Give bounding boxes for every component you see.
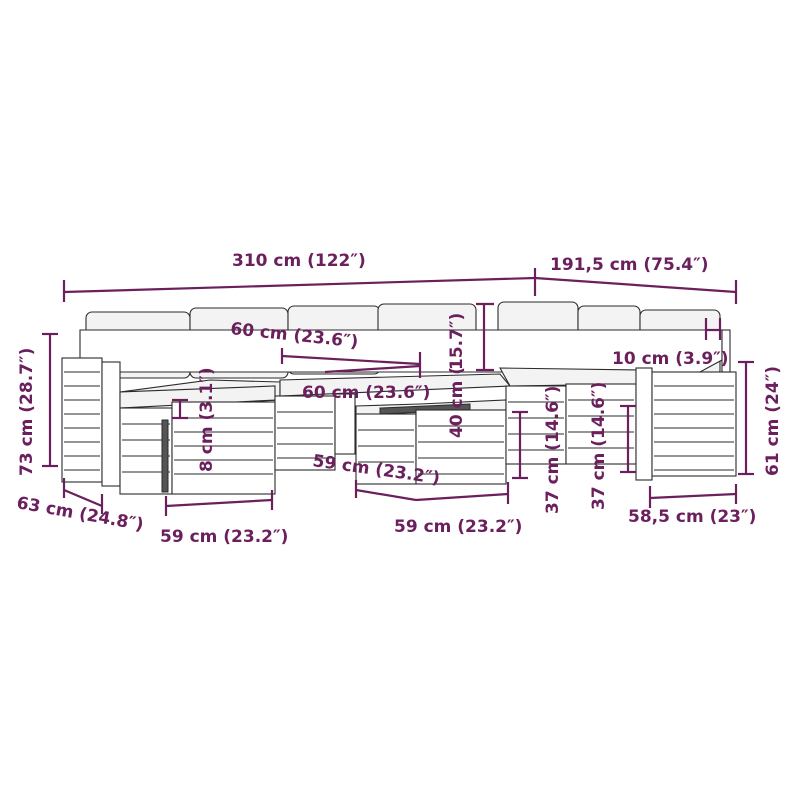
left-armrest-module: [61, 357, 121, 487]
label-cushion-height-cm: 40 cm (: [447, 367, 467, 438]
label-ottoman-width-right: 58,5 cm (23″): [628, 507, 756, 527]
middle-sofa-modules: [274, 393, 356, 471]
coffee-table: [355, 399, 507, 485]
label-armrest-width: 10 cm (3.9″): [612, 349, 729, 369]
label-corner-width: 191,5 cm (75.4″): [550, 255, 708, 275]
label-ottoman-width-left: 59 cm (23.2″): [160, 527, 288, 547]
label-depth: 63 cm (24.8″): [15, 493, 145, 535]
dimension-lines: [42, 268, 754, 516]
label-total-height: 73 cm (28.7″): [17, 348, 37, 476]
label-seat-height-b: 37 cm (14.6″): [589, 382, 609, 510]
label-table-width: 59 cm (23.2″): [394, 517, 522, 537]
label-seat-height-a: 37 cm (14.6″): [543, 386, 563, 514]
label-seat-width-mid: 60 cm (23.6″): [302, 383, 430, 403]
label-right-height: 61 cm (24″): [763, 366, 783, 476]
furniture-set-drawing: [61, 301, 737, 495]
left-ottoman: [119, 385, 276, 495]
label-cushion-height-in: 15.7″): [447, 313, 467, 370]
label-total-width: 310 cm (122″): [232, 251, 366, 271]
label-cushion-thickness: 8 cm (3.1″): [197, 367, 217, 472]
corner-modules: [505, 383, 637, 465]
dimension-labels: 310 cm (122″) 191,5 cm (75.4″) 60 cm (23…: [15, 251, 783, 547]
right-armrest-module: [635, 329, 737, 481]
